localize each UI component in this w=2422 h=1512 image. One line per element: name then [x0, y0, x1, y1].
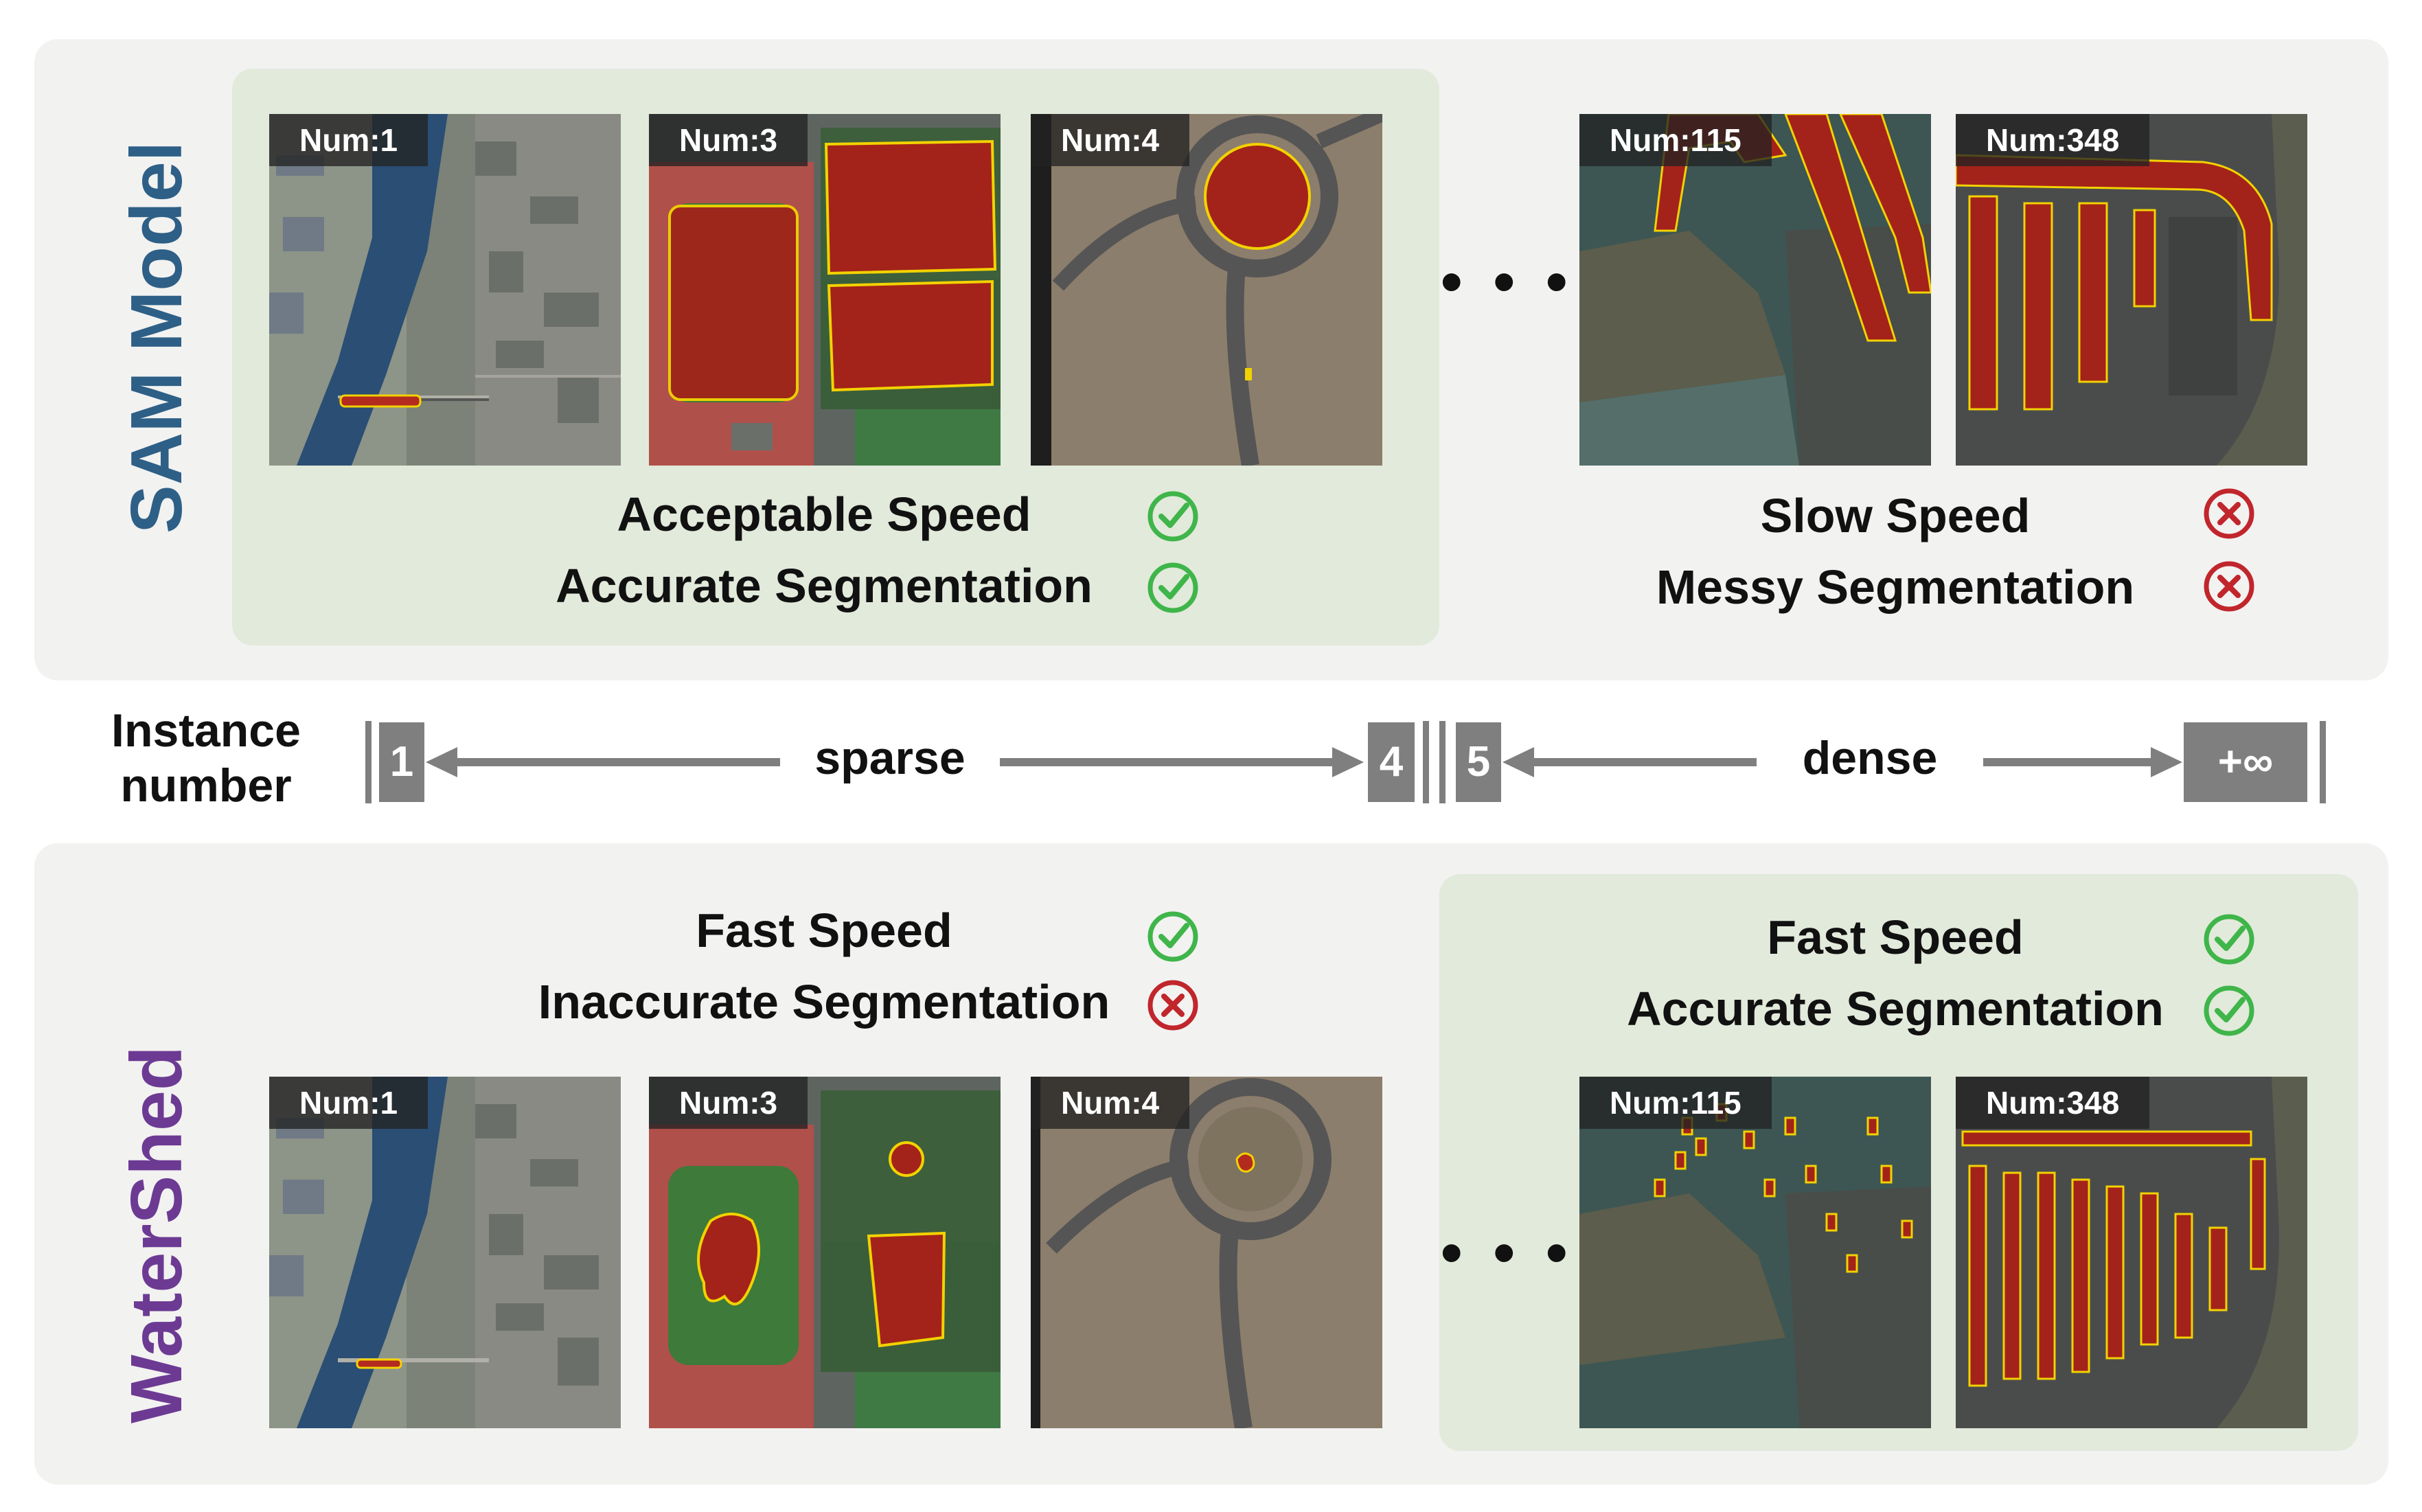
num-tag: Num:115 [1579, 114, 1772, 166]
cross-icon [1147, 980, 1198, 1031]
aerial-sports-image [649, 1077, 1001, 1428]
aerial-river-image [269, 114, 621, 466]
num-tag: Num:348 [1956, 1077, 2150, 1129]
sam-mask-roundabout [1204, 143, 1311, 250]
ws-ellipsis: • • • [1441, 1219, 1575, 1287]
ws-mask-cars [1961, 1130, 2266, 1387]
ws-tile-parking: Num:348 [1956, 1077, 2307, 1428]
axis-arrowhead-left [426, 747, 457, 777]
num-tag: Num:3 [649, 114, 808, 166]
aerial-river-image [269, 1077, 621, 1428]
sam-mask-cars [1956, 154, 2273, 411]
sam-model-title: SAM Model [116, 141, 197, 534]
num-tag: Num:348 [1956, 114, 2150, 166]
ws-fast-text-right: Fast Speed [1767, 910, 2024, 964]
sam-speed-text: Acceptable Speed [617, 488, 1031, 541]
axis-line [1983, 758, 2151, 766]
num-tag: Num:3 [649, 1077, 808, 1129]
axis-divider-bar [1423, 721, 1429, 803]
aerial-roundabout-image [1031, 1077, 1382, 1428]
sam-tile-sports: Num:3 [649, 114, 1001, 466]
num-tag: Num:1 [269, 114, 429, 166]
aerial-marina-image [1579, 1077, 1931, 1428]
sam-tile-marina: Num:115 [1579, 114, 1931, 466]
sam-tile-river: Num:1 [269, 114, 621, 466]
aerial-marina-image [1579, 114, 1931, 466]
ws-mask-fields [697, 1141, 946, 1348]
axis-start-bar [365, 721, 372, 803]
sam-seg-text: Accurate Segmentation [556, 559, 1093, 612]
ws-mask-bridge [356, 1358, 402, 1369]
sam-ellipsis: • • • [1441, 248, 1575, 317]
check-icon [1147, 911, 1198, 962]
ws-tile-marina: Num:115 [1579, 1077, 1931, 1428]
axis-box-sparse-end: 4 [1368, 722, 1415, 802]
axis-box-dense-start: 5 [1456, 722, 1501, 802]
axis-line [453, 758, 780, 766]
axis-box-start: 1 [379, 722, 424, 802]
cross-icon [2204, 488, 2254, 539]
num-tag: Num:1 [269, 1077, 429, 1129]
sam-mask-bridge [339, 394, 422, 408]
ws-inaccurate-text: Inaccurate Segmentation [538, 975, 1110, 1029]
num-tag: Num:4 [1031, 1077, 1190, 1129]
ws-tile-river: Num:1 [269, 1077, 621, 1428]
aerial-roundabout-image [1031, 114, 1382, 466]
aerial-sports-image [649, 114, 1001, 466]
aerial-parking-image [1956, 114, 2307, 466]
axis-line [1530, 758, 1757, 766]
cross-icon [2204, 561, 2254, 612]
instance-number-label: Instance number [111, 705, 301, 812]
axis-end-bar [2320, 721, 2326, 803]
check-icon [2204, 914, 2254, 965]
check-icon [1147, 562, 1198, 613]
axis-arrowhead-right [2151, 747, 2182, 777]
check-icon [2204, 985, 2254, 1036]
sam-mask-fields [668, 139, 997, 401]
sam-tile-roundabout: Num:4 [1031, 114, 1382, 466]
ws-mask-roundabout [1235, 1152, 1255, 1173]
ws-mask-boats [1654, 1103, 1913, 1273]
ws-accurate-text: Accurate Segmentation [1627, 982, 2164, 1035]
aerial-parking-image [1956, 1077, 2307, 1428]
axis-arrowhead-right [1332, 747, 1364, 777]
check-icon [1147, 491, 1198, 542]
sam-messy-text: Messy Segmentation [1656, 560, 2135, 614]
axis-line [1000, 758, 1332, 766]
ws-fast-text: Fast Speed [696, 904, 952, 957]
axis-dense-label: dense [1802, 732, 1938, 784]
ws-tile-roundabout: Num:4 [1031, 1077, 1382, 1428]
axis-box-end: +∞ [2184, 722, 2307, 802]
ws-tile-sports: Num:3 [649, 1077, 1001, 1428]
watershed-title: WaterShed [116, 1046, 197, 1423]
sam-tile-parking: Num:348 [1956, 114, 2307, 466]
sam-slow-text: Slow Speed [1760, 489, 2031, 542]
axis-divider-bar [1439, 721, 1446, 803]
axis-sparse-label: sparse [814, 732, 966, 784]
axis-arrowhead-left [1503, 747, 1534, 777]
num-tag: Num:115 [1579, 1077, 1772, 1129]
num-tag: Num:4 [1031, 114, 1190, 166]
